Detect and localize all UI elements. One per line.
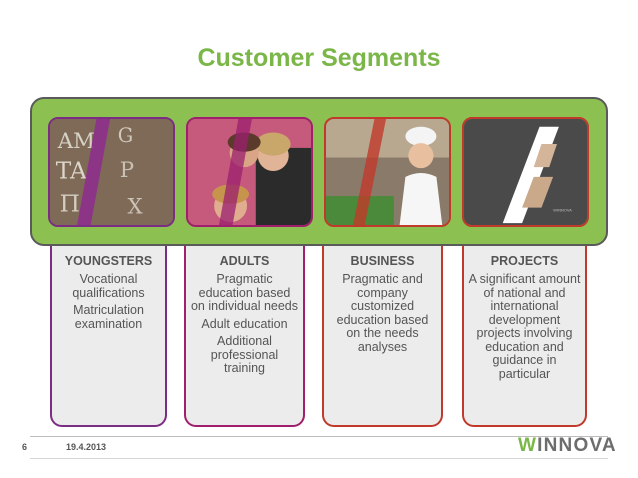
youngsters-heading: YOUNGSTERS [64, 254, 153, 268]
adults-text-2: Adult education [201, 316, 288, 331]
business-heading: BUSINESS [350, 254, 415, 268]
logo-first-letter: W [518, 435, 538, 456]
business-photo [324, 117, 451, 227]
svg-text:TA: TA [56, 158, 87, 185]
svg-text:WINNOVA: WINNOVA [553, 208, 572, 213]
slide-date: 19.4.2013 [66, 442, 107, 452]
youngsters-text-2: Matriculation examination [73, 303, 144, 331]
youngsters-photo: AM G TA P Π X [48, 117, 175, 227]
footer-bottom-divider [30, 458, 608, 459]
business-card: BUSINESS Pragmatic and company customize… [322, 246, 443, 427]
page-number: 6 [22, 442, 28, 452]
adults-card: ADULTS Pragmatic education based on indi… [184, 246, 305, 427]
svg-text:AM: AM [57, 129, 95, 154]
projects-text-1: A significant amount of national and int… [468, 272, 581, 381]
youngsters-card: YOUNGSTERS Vocational qualifications Mat… [50, 246, 167, 427]
adults-text-3: Additional professional training [210, 334, 279, 375]
projects-photo: WINNOVA [462, 117, 589, 227]
svg-text:G: G [118, 124, 133, 147]
projects-heading: PROJECTS [490, 254, 559, 268]
svg-text:P: P [120, 158, 134, 183]
projects-card: PROJECTS A significant amount of nationa… [462, 246, 587, 427]
svg-text:X: X [127, 194, 143, 219]
slide-title: Customer Segments [197, 44, 441, 72]
svg-text:Π: Π [60, 191, 80, 218]
logo-rest: INNOVA [537, 435, 617, 456]
adults-heading: ADULTS [219, 254, 270, 268]
youngsters-text-1: Vocational qualifications [72, 272, 145, 300]
adults-text-1: Pragmatic education based on individual … [190, 272, 299, 313]
business-text-1: Pragmatic and company customized educati… [336, 272, 429, 354]
winnova-logo: WINNOVA [518, 435, 617, 457]
adults-photo [186, 117, 313, 227]
footer-divider [30, 436, 608, 437]
